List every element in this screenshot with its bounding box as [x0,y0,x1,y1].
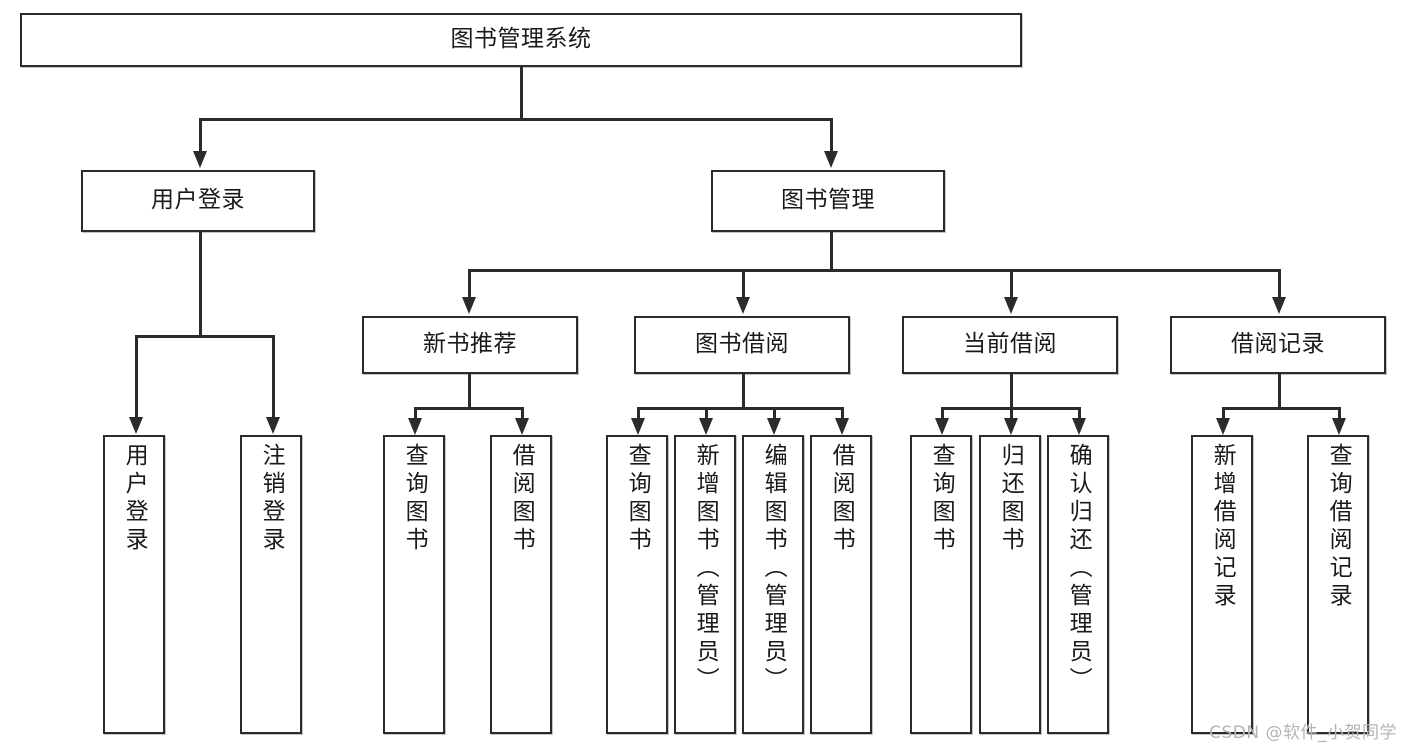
node-borrow-record[interactable]: 借阅记录 [1170,316,1386,374]
arrowhead-bb-leaf-2 [699,418,713,435]
edge-new-book-recommend-stem [468,374,471,407]
node-label: 借阅记录 [1231,331,1325,358]
edge-book-borrow-bus [637,407,844,410]
leaf-label: 查询图书 [401,443,428,555]
node-label: 图书借阅 [695,331,789,358]
arrowhead-borrow-record [1272,297,1286,314]
edge-drop-bb-leaf-1 [637,407,640,420]
edge-drop-bb-leaf-4 [841,407,844,420]
leaf-cb-query-book[interactable]: 查询图书 [910,435,972,734]
leaf-user-login-logout[interactable]: 注销登录 [240,435,302,734]
leaf-bb-add-book-admin[interactable]: 新增图书（管理员） [674,435,736,734]
leaf-bb-edit-book-admin[interactable]: 编辑图书（管理员） [742,435,804,734]
arrowhead-nbr-leaf-1 [408,418,422,435]
leaf-label: 借阅图书 [828,443,855,555]
leaf-bb-query-book[interactable]: 查询图书 [606,435,668,734]
arrowhead-cb-leaf-2 [1004,418,1018,435]
edge-drop-nbr-leaf-2 [521,407,524,420]
edge-borrow-record-bus [1222,407,1340,410]
arrowhead-user-login [193,151,207,168]
leaf-nbr-query-book[interactable]: 查询图书 [383,435,445,734]
edge-drop-br-leaf-2 [1338,407,1341,420]
arrowhead-user-login-leaf-2 [266,417,280,434]
edge-drop-to-user-login [199,118,202,153]
leaf-label: 查询图书 [928,443,955,555]
leaf-label: 借阅图书 [508,443,535,555]
edge-level3-bus [468,269,1280,272]
leaf-cb-return-book[interactable]: 归还图书 [979,435,1041,734]
edge-drop-cb-leaf-3 [1078,407,1081,420]
leaf-label: 新增图书（管理员） [692,443,719,695]
arrowhead-br-leaf-2 [1332,418,1346,435]
leaf-cb-confirm-return-admin[interactable]: 确认归还（管理员） [1047,435,1109,734]
leaf-user-login-login[interactable]: 用户登录 [103,435,165,734]
node-label: 图书管理 [781,187,875,214]
arrowhead-bb-leaf-4 [835,418,849,435]
arrowhead-cb-leaf-3 [1072,418,1086,435]
arrowhead-cb-leaf-1 [935,418,949,435]
edge-book-management-stem [830,232,833,269]
edge-drop-cb-leaf-1 [941,407,944,420]
edge-new-book-recommend-bus [414,407,524,410]
leaf-label: 新增借阅记录 [1209,443,1236,611]
arrowhead-book-borrow [736,297,750,314]
leaf-br-add-record[interactable]: 新增借阅记录 [1191,435,1253,734]
edge-drop-bb-leaf-2 [705,407,708,420]
leaf-label: 查询图书 [624,443,651,555]
edge-drop-br-leaf-1 [1222,407,1225,420]
arrowhead-new-book-recommend [462,297,476,314]
node-label: 新书推荐 [423,331,517,358]
arrowhead-user-login-leaf-1 [129,417,143,434]
leaf-label: 注销登录 [258,443,285,555]
node-new-book-recommend[interactable]: 新书推荐 [362,316,578,374]
edge-drop-user-login-leaf-2 [272,335,275,419]
leaf-label: 归还图书 [997,443,1024,555]
leaf-label: 确认归还（管理员） [1065,443,1092,695]
node-book-management[interactable]: 图书管理 [711,170,945,232]
arrowhead-bb-leaf-3 [767,418,781,435]
arrowhead-bb-leaf-1 [631,418,645,435]
edge-drop-user-login-leaf-1 [135,335,138,419]
leaf-label: 查询借阅记录 [1325,443,1352,611]
node-root-book-management-system[interactable]: 图书管理系统 [20,13,1022,67]
watermark-text: CSDN @软件_小贺同学 [1209,723,1397,743]
arrowhead-book-management [824,151,838,168]
leaf-nbr-borrow-book[interactable]: 借阅图书 [490,435,552,734]
edge-user-login-bus [135,335,274,338]
edge-borrow-record-stem [1278,374,1281,407]
edge-drop-to-book-borrow [742,269,745,299]
leaf-label: 用户登录 [121,443,148,555]
node-user-login[interactable]: 用户登录 [81,170,315,232]
node-current-borrow[interactable]: 当前借阅 [902,316,1118,374]
edge-drop-to-borrow-record [1278,269,1281,299]
edge-level2-bus [199,118,832,121]
arrowhead-current-borrow [1004,297,1018,314]
leaf-bb-borrow-book[interactable]: 借阅图书 [810,435,872,734]
edge-drop-cb-leaf-2 [1010,407,1013,420]
leaf-label: 编辑图书（管理员） [760,443,787,695]
leaf-br-query-record[interactable]: 查询借阅记录 [1307,435,1369,734]
edge-user-login-stem [199,232,202,335]
node-label: 当前借阅 [963,331,1057,358]
edge-current-borrow-stem [1010,374,1013,407]
node-label: 图书管理系统 [450,26,592,53]
edge-root-stem [520,67,523,118]
edge-drop-nbr-leaf-1 [414,407,417,420]
arrowhead-br-leaf-1 [1216,418,1230,435]
node-label: 用户登录 [151,187,245,214]
node-book-borrow[interactable]: 图书借阅 [634,316,850,374]
edge-drop-to-new-book-recommend [468,269,471,299]
edge-drop-bb-leaf-3 [773,407,776,420]
edge-drop-to-book-management [830,118,833,153]
arrowhead-nbr-leaf-2 [515,418,529,435]
edge-book-borrow-stem [742,374,745,407]
edge-drop-to-current-borrow [1010,269,1013,299]
